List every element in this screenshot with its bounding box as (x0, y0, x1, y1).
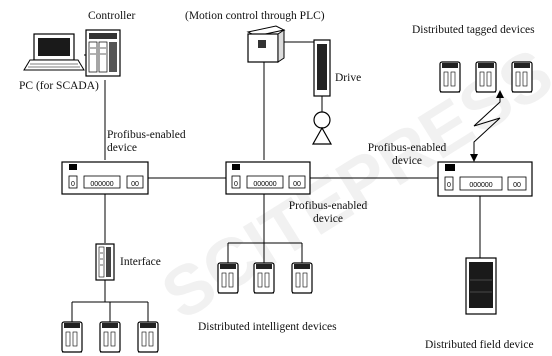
drive-icon (311, 39, 333, 145)
label-controller: Controller (88, 10, 136, 22)
label-drive: Drive (335, 72, 362, 84)
label-profibus-left-text: Profibus-enabled device (107, 129, 186, 154)
label-profibus-left: Profibus-enabled device (107, 129, 186, 155)
hub-center: 0 000000 00 (225, 161, 311, 195)
interface-icon (95, 243, 115, 281)
tagged-device-3 (511, 61, 533, 93)
tagged-device-2 (475, 61, 497, 93)
label-profibus-center-text: Profibus-enabled device (288, 200, 368, 225)
intelligent-device-3 (291, 262, 313, 294)
controller-icon (85, 29, 121, 77)
intelligent-device-2 (253, 262, 275, 294)
label-pc-scada: PC (for SCADA) (19, 80, 99, 92)
label-profibus-right-text: Profibus-enabled device (367, 142, 447, 167)
hub-center-port-c: 00 (293, 181, 301, 188)
label-distributed-field: Distributed field device (425, 339, 534, 351)
wireless-arrow-up (496, 90, 504, 98)
hub-right-port-a: 0 (447, 182, 451, 189)
label-profibus-center: Profibus-enabled device (280, 200, 376, 226)
bottom-device-2 (99, 321, 121, 353)
label-profibus-right: Profibus-enabled device (367, 142, 447, 168)
wireless-link (473, 96, 501, 158)
hub-left: 0 000000 00 (61, 161, 149, 195)
bottom-device-1 (61, 321, 83, 353)
hub-center-port-b: 000000 (253, 181, 276, 188)
label-distributed-tagged: Distributed tagged devices (412, 24, 535, 36)
hub-right-port-c: 00 (513, 182, 521, 189)
intelligent-device-1 (217, 262, 239, 294)
wireless-arrow-down (470, 154, 478, 162)
hub-left-port-c: 00 (131, 181, 139, 188)
plc-icon (246, 25, 286, 63)
label-motion-control: (Motion control through PLC) (185, 10, 325, 22)
tagged-device-1 (439, 61, 461, 93)
bottom-device-3 (137, 321, 159, 353)
label-interface: Interface (120, 256, 161, 268)
hub-left-port-a: 0 (71, 181, 75, 188)
hub-right: 0 000000 00 (437, 161, 533, 197)
hub-center-port-a: 0 (234, 181, 238, 188)
hub-right-port-b: 000000 (469, 182, 492, 189)
connection-lines (71, 41, 501, 322)
hub-left-port-b: 000000 (90, 181, 113, 188)
pc-icon (23, 33, 85, 71)
field-device-icon (465, 257, 497, 315)
label-distributed-intelligent: Distributed intelligent devices (198, 321, 337, 333)
